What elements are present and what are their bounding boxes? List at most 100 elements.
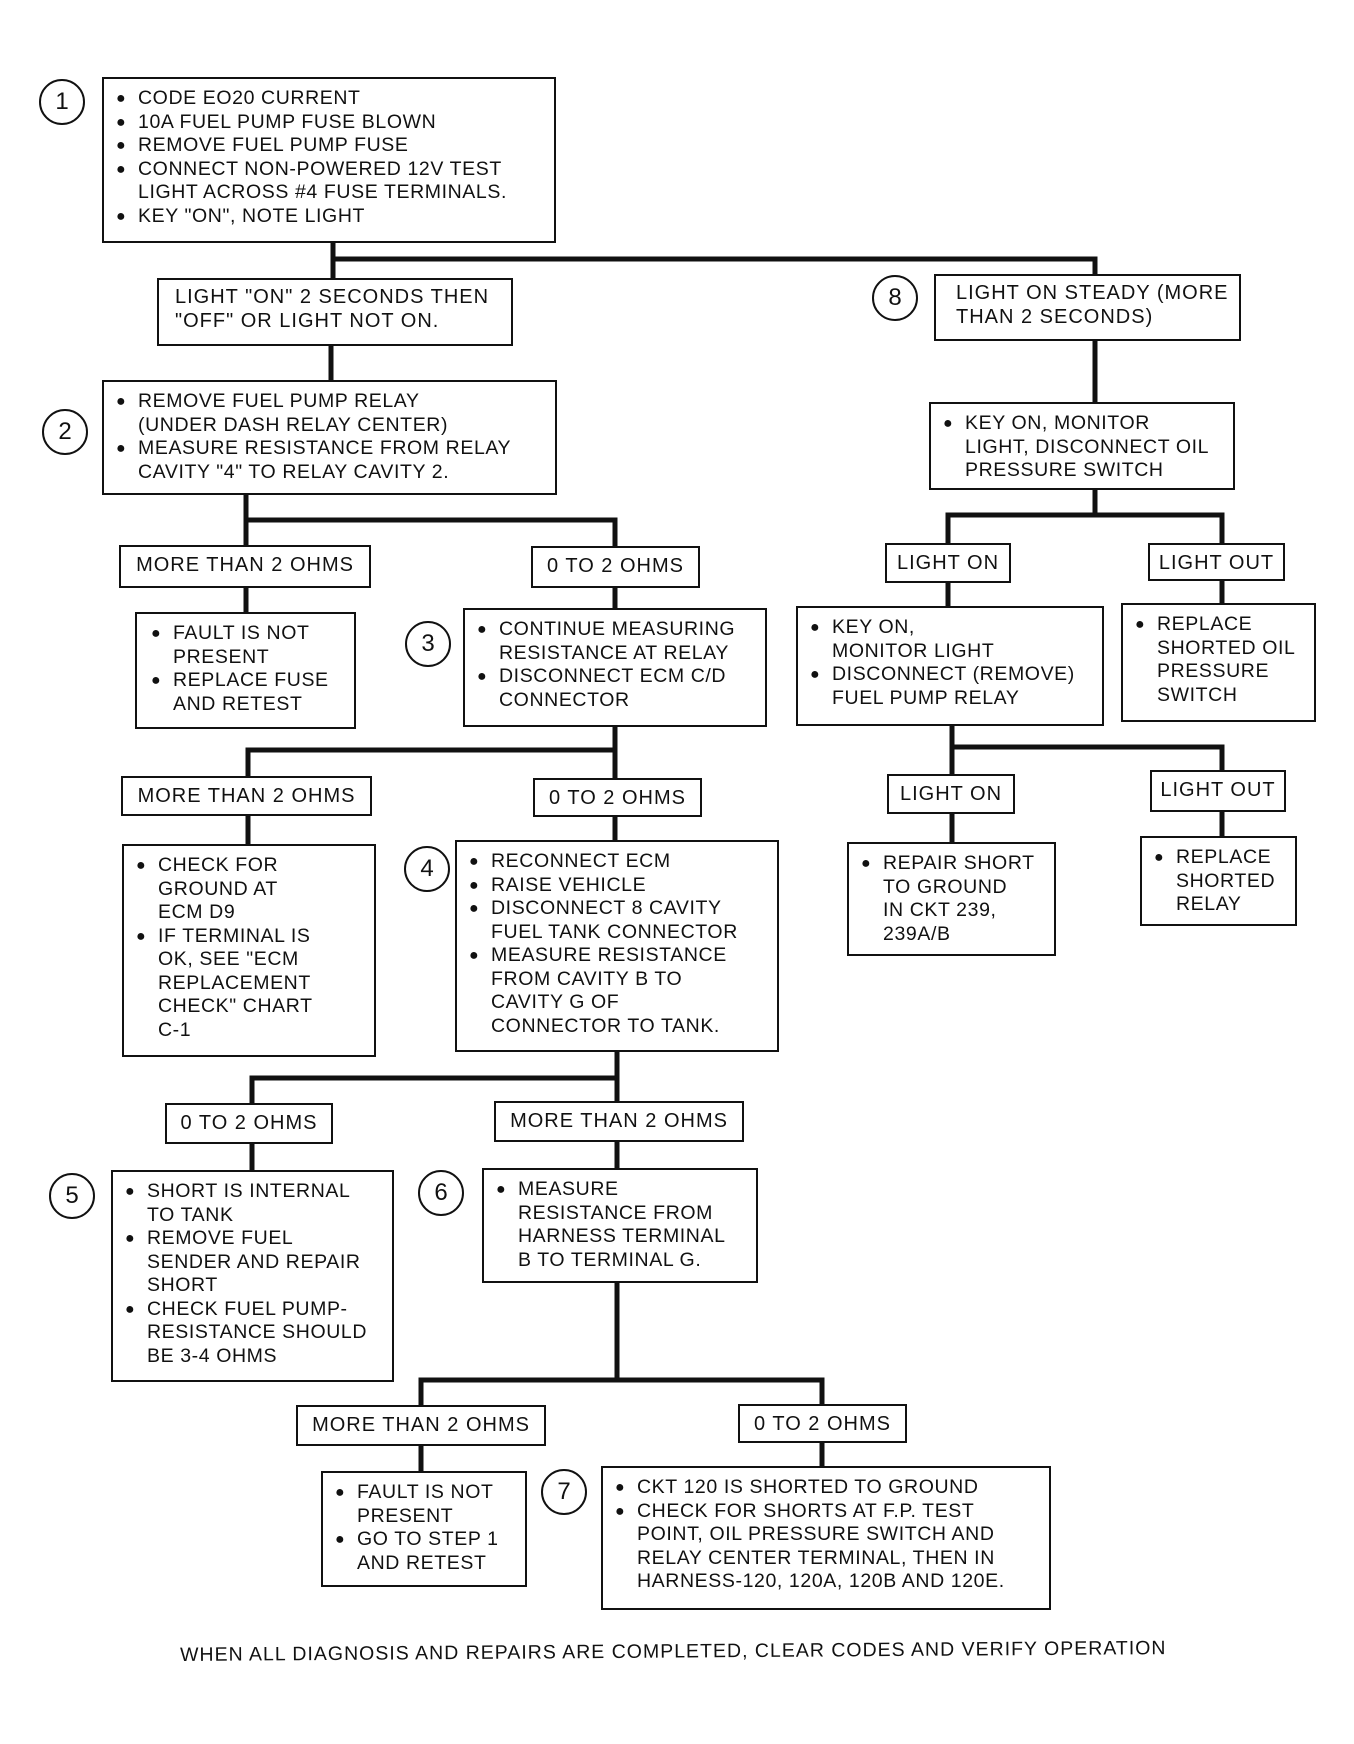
step-6-number: 6	[418, 1170, 464, 1216]
connector-1	[330, 240, 1098, 281]
step-1-number: 1	[39, 79, 85, 125]
step-3a-line: IF TERMINAL IS	[134, 925, 364, 949]
step-1-line: REMOVE FUEL PUMP FUSE	[114, 134, 544, 158]
label-more-than-2-ohms: MORE THAN 2 OHMS	[494, 1101, 744, 1142]
step-4-line: CAVITY G OF	[491, 991, 620, 1013]
step-2-line: (UNDER DASH RELAY CENTER)	[138, 413, 449, 436]
label-more-than-2-ohms: MORE THAN 2 OHMS	[121, 776, 372, 816]
connector-13	[949, 723, 1225, 777]
label-light-on: LIGHT ON	[887, 774, 1015, 814]
step-1-line: LIGHT ACROSS #4 FUSE TERMINALS.	[138, 181, 507, 203]
step-8a-line: PRESSURE SWITCH	[965, 459, 1164, 481]
step-6a-line: PRESENT	[357, 1504, 454, 1527]
step-8a-box: KEY ON, MONITOR LIGHT, DISCONNECT OIL PR…	[929, 402, 1235, 490]
step-8d-box: REPAIR SHORT TO GROUND IN CKT 239, 239A/…	[847, 842, 1056, 956]
step-1-line: CODE EO20 CURRENT	[114, 87, 544, 111]
step-1-line: 10A FUEL PUMP FUSE BLOWN	[114, 111, 544, 135]
step-8c-line: PRESSURE	[1157, 660, 1270, 682]
step-4-line: DISCONNECT 8 CAVITY	[467, 897, 767, 921]
step-8d-line: TO GROUND	[883, 875, 1008, 898]
step-2a-line: REPLACE FUSE	[149, 669, 344, 693]
step-5-line: CHECK FUEL PUMP-	[123, 1298, 382, 1322]
step-8b-line: MONITOR LIGHT	[832, 639, 995, 662]
step-3a-line: GROUND AT	[158, 877, 278, 900]
step-3a-box: CHECK FOR GROUND AT ECM D9 IF TERMINAL I…	[122, 844, 376, 1057]
step-7-line: POINT, OIL PRESSURE SWITCH AND	[637, 1523, 995, 1545]
label-0-to-2-ohms: 0 TO 2 OHMS	[165, 1103, 333, 1144]
step-1-line: KEY "ON", NOTE LIGHT	[114, 205, 544, 229]
step-4-line: RAISE VEHICLE	[467, 874, 767, 898]
step-3-number: 3	[405, 621, 451, 667]
step-7-number: 7	[541, 1469, 587, 1515]
step-5-line: SHORT	[147, 1274, 218, 1296]
step-8b-box: KEY ON, MONITOR LIGHT DISCONNECT (REMOVE…	[796, 606, 1104, 726]
connector-19	[418, 1280, 825, 1408]
step-8d-line: IN CKT 239,	[883, 899, 997, 921]
step-3a-line: C-1	[158, 1018, 192, 1041]
step-6-line: B TO TERMINAL G.	[518, 1248, 702, 1271]
step-8c-line: SWITCH	[1157, 683, 1238, 706]
label-light-on-2-seconds: LIGHT "ON" 2 SECONDS THEN "OFF" OR LIGHT…	[157, 278, 513, 346]
step-8e-line: RELAY	[1176, 893, 1242, 915]
step-2a-box: FAULT IS NOT PRESENT REPLACE FUSE AND RE…	[135, 612, 356, 729]
step-3a-line: REPLACEMENT	[158, 971, 311, 994]
step-2-number: 2	[42, 409, 88, 455]
label-0-to-2-ohms: 0 TO 2 OHMS	[531, 546, 700, 588]
step-5-line: BE 3-4 OHMS	[147, 1344, 278, 1367]
step-6-line: MEASURE	[494, 1178, 746, 1202]
step-3a-line: OK, SEE "ECM	[158, 948, 299, 970]
label-light-on-steady: LIGHT ON STEADY (MORE THAN 2 SECONDS)	[934, 274, 1241, 341]
connector-10	[245, 724, 618, 781]
step-8c-line: SHORTED OIL	[1157, 636, 1296, 659]
connector-4	[243, 492, 618, 549]
step-8e-box: REPLACE SHORTED RELAY	[1140, 836, 1297, 926]
step-3a-line: ECM D9	[158, 901, 236, 923]
step-4-line: MEASURE RESISTANCE	[467, 944, 767, 968]
label-light-out: LIGHT OUT	[1150, 770, 1286, 812]
step-3-line: CONNECTOR	[499, 688, 630, 711]
step-3a-line: CHECK" CHART	[158, 995, 313, 1017]
step-2a-line: FAULT IS NOT	[149, 622, 344, 646]
step-8a-line: LIGHT, DISCONNECT OIL	[965, 435, 1210, 458]
step-1-line: CONNECT NON-POWERED 12V TEST	[114, 158, 544, 182]
step-6a-line: GO TO STEP 1	[333, 1528, 515, 1552]
step-4-number: 4	[404, 846, 450, 892]
step-8c-box: REPLACE SHORTED OIL PRESSURE SWITCH	[1121, 603, 1316, 722]
step-2-box: REMOVE FUEL PUMP RELAY (UNDER DASH RELAY…	[102, 380, 557, 495]
step-5-line: REMOVE FUEL	[123, 1227, 382, 1251]
step-6a-line: FAULT IS NOT	[333, 1481, 515, 1505]
step-8e-line: SHORTED	[1176, 869, 1276, 892]
step-2-line: CAVITY "4" TO RELAY CAVITY 2.	[138, 460, 450, 483]
step-7-line: CKT 120 IS SHORTED TO GROUND	[613, 1476, 1039, 1500]
step-5-line: RESISTANCE SHOULD	[147, 1321, 368, 1343]
step-8c-line: REPLACE	[1133, 613, 1304, 637]
step-8d-line: 239A/B	[883, 922, 951, 945]
step-5-line: TO TANK	[147, 1203, 234, 1226]
step-5-number: 5	[49, 1173, 95, 1219]
step-2a-line: PRESENT	[173, 645, 270, 668]
step-2-line: REMOVE FUEL PUMP RELAY	[114, 390, 545, 414]
label-light-out: LIGHT OUT	[1148, 543, 1285, 581]
connector-7	[945, 487, 1225, 546]
label-light-on: LIGHT ON	[885, 543, 1011, 583]
step-3-box: CONTINUE MEASURING RESISTANCE AT RELAY D…	[463, 608, 767, 727]
step-4-line: FUEL TANK CONNECTOR	[491, 920, 738, 943]
step-3a-line: CHECK FOR	[134, 854, 364, 878]
step-7-box: CKT 120 IS SHORTED TO GROUND CHECK FOR S…	[601, 1466, 1051, 1610]
step-6-line: RESISTANCE FROM	[518, 1201, 713, 1224]
step-8d-line: REPAIR SHORT	[859, 852, 1044, 876]
step-4-box: RECONNECT ECM RAISE VEHICLE DISCONNECT 8…	[455, 840, 779, 1052]
step-3-line: RESISTANCE AT RELAY	[499, 641, 729, 664]
step-6a-line: AND RETEST	[357, 1551, 487, 1574]
step-4-line: FROM CAVITY B TO	[491, 967, 683, 990]
connector-16	[249, 1049, 620, 1106]
step-8b-line: KEY ON,	[808, 616, 1092, 640]
step-5-box: SHORT IS INTERNAL TO TANK REMOVE FUEL SE…	[111, 1170, 394, 1382]
step-2a-line: AND RETEST	[173, 692, 303, 715]
step-8e-line: REPLACE	[1152, 846, 1285, 870]
step-3-line: DISCONNECT ECM C/D	[475, 665, 755, 689]
step-7-line: CHECK FOR SHORTS AT F.P. TEST	[613, 1500, 1039, 1524]
step-8-number: 8	[872, 275, 918, 321]
step-2-line: MEASURE RESISTANCE FROM RELAY	[114, 437, 545, 461]
